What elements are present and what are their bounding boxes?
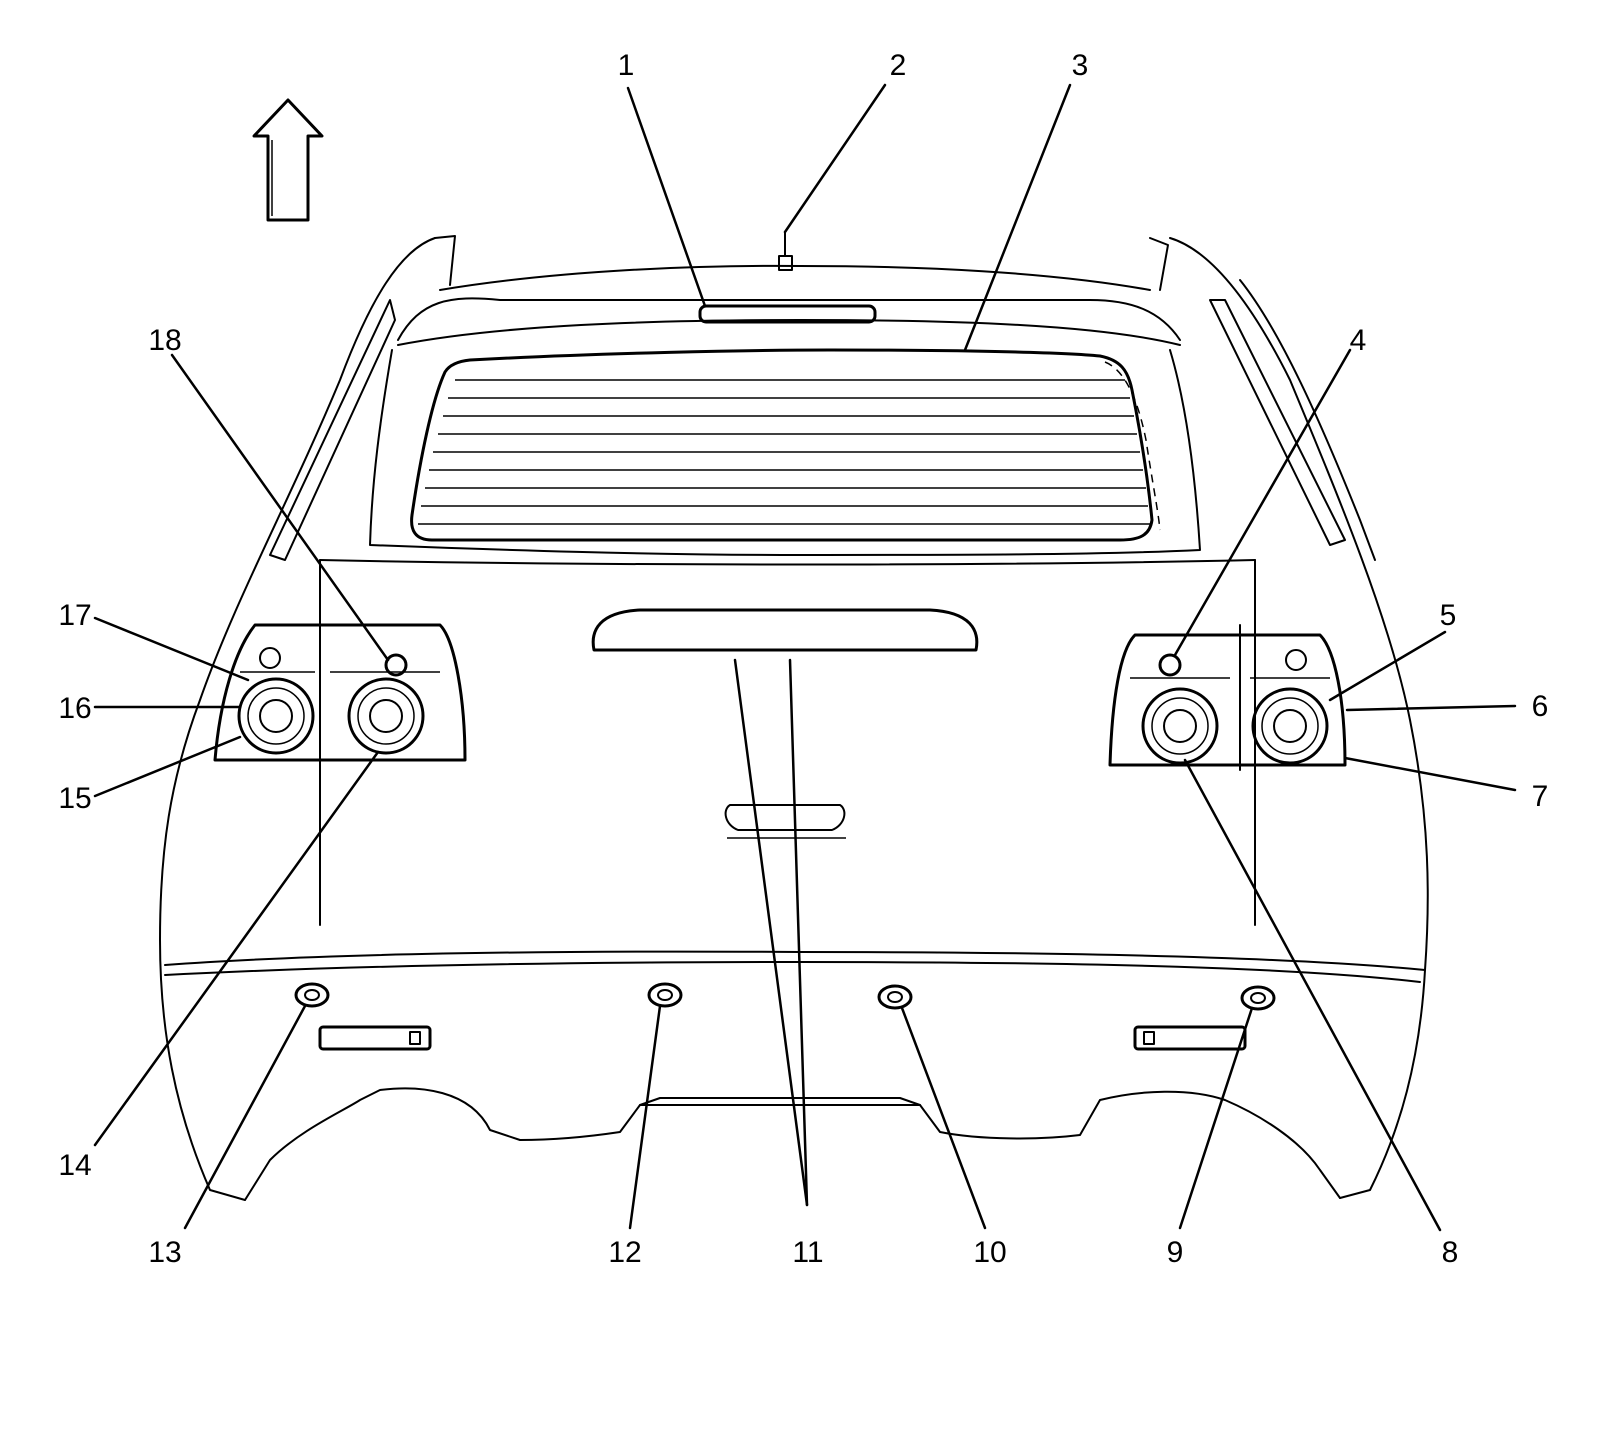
rear-window [410, 348, 1161, 542]
left-tail-lamp [213, 619, 467, 766]
vehicle-body [159, 235, 1429, 1201]
callout-16: 16 [58, 692, 91, 725]
callout-12: 12 [608, 1236, 641, 1269]
callout-3: 3 [1072, 49, 1089, 82]
chmsl [698, 304, 877, 324]
leader-lines [93, 83, 1517, 1232]
park-assist-sensors [294, 982, 1276, 1011]
callout-1: 1 [618, 49, 635, 82]
callout-11: 11 [792, 1236, 823, 1269]
callout-2: 2 [890, 49, 907, 82]
callout-17: 17 [58, 599, 91, 632]
callout-5: 5 [1440, 599, 1457, 632]
callout-13: 13 [148, 1236, 181, 1269]
liftgate-applique [591, 608, 979, 839]
callout-14: 14 [58, 1149, 91, 1182]
right-tail-lamp [1108, 624, 1347, 771]
callout-6: 6 [1532, 690, 1549, 723]
callout-8: 8 [1442, 1236, 1459, 1269]
callout-4: 4 [1350, 324, 1367, 357]
callout-labels: 1 2 3 4 5 6 7 8 9 10 11 12 13 14 15 16 1… [58, 49, 1548, 1269]
up-arrow-icon [252, 98, 324, 222]
callout-18: 18 [148, 324, 181, 357]
callout-10: 10 [973, 1236, 1006, 1269]
callout-7: 7 [1532, 780, 1549, 813]
bumper-reflectors [318, 1025, 1247, 1051]
callout-9: 9 [1167, 1236, 1184, 1269]
callout-15: 15 [58, 782, 91, 815]
antenna [778, 231, 793, 271]
